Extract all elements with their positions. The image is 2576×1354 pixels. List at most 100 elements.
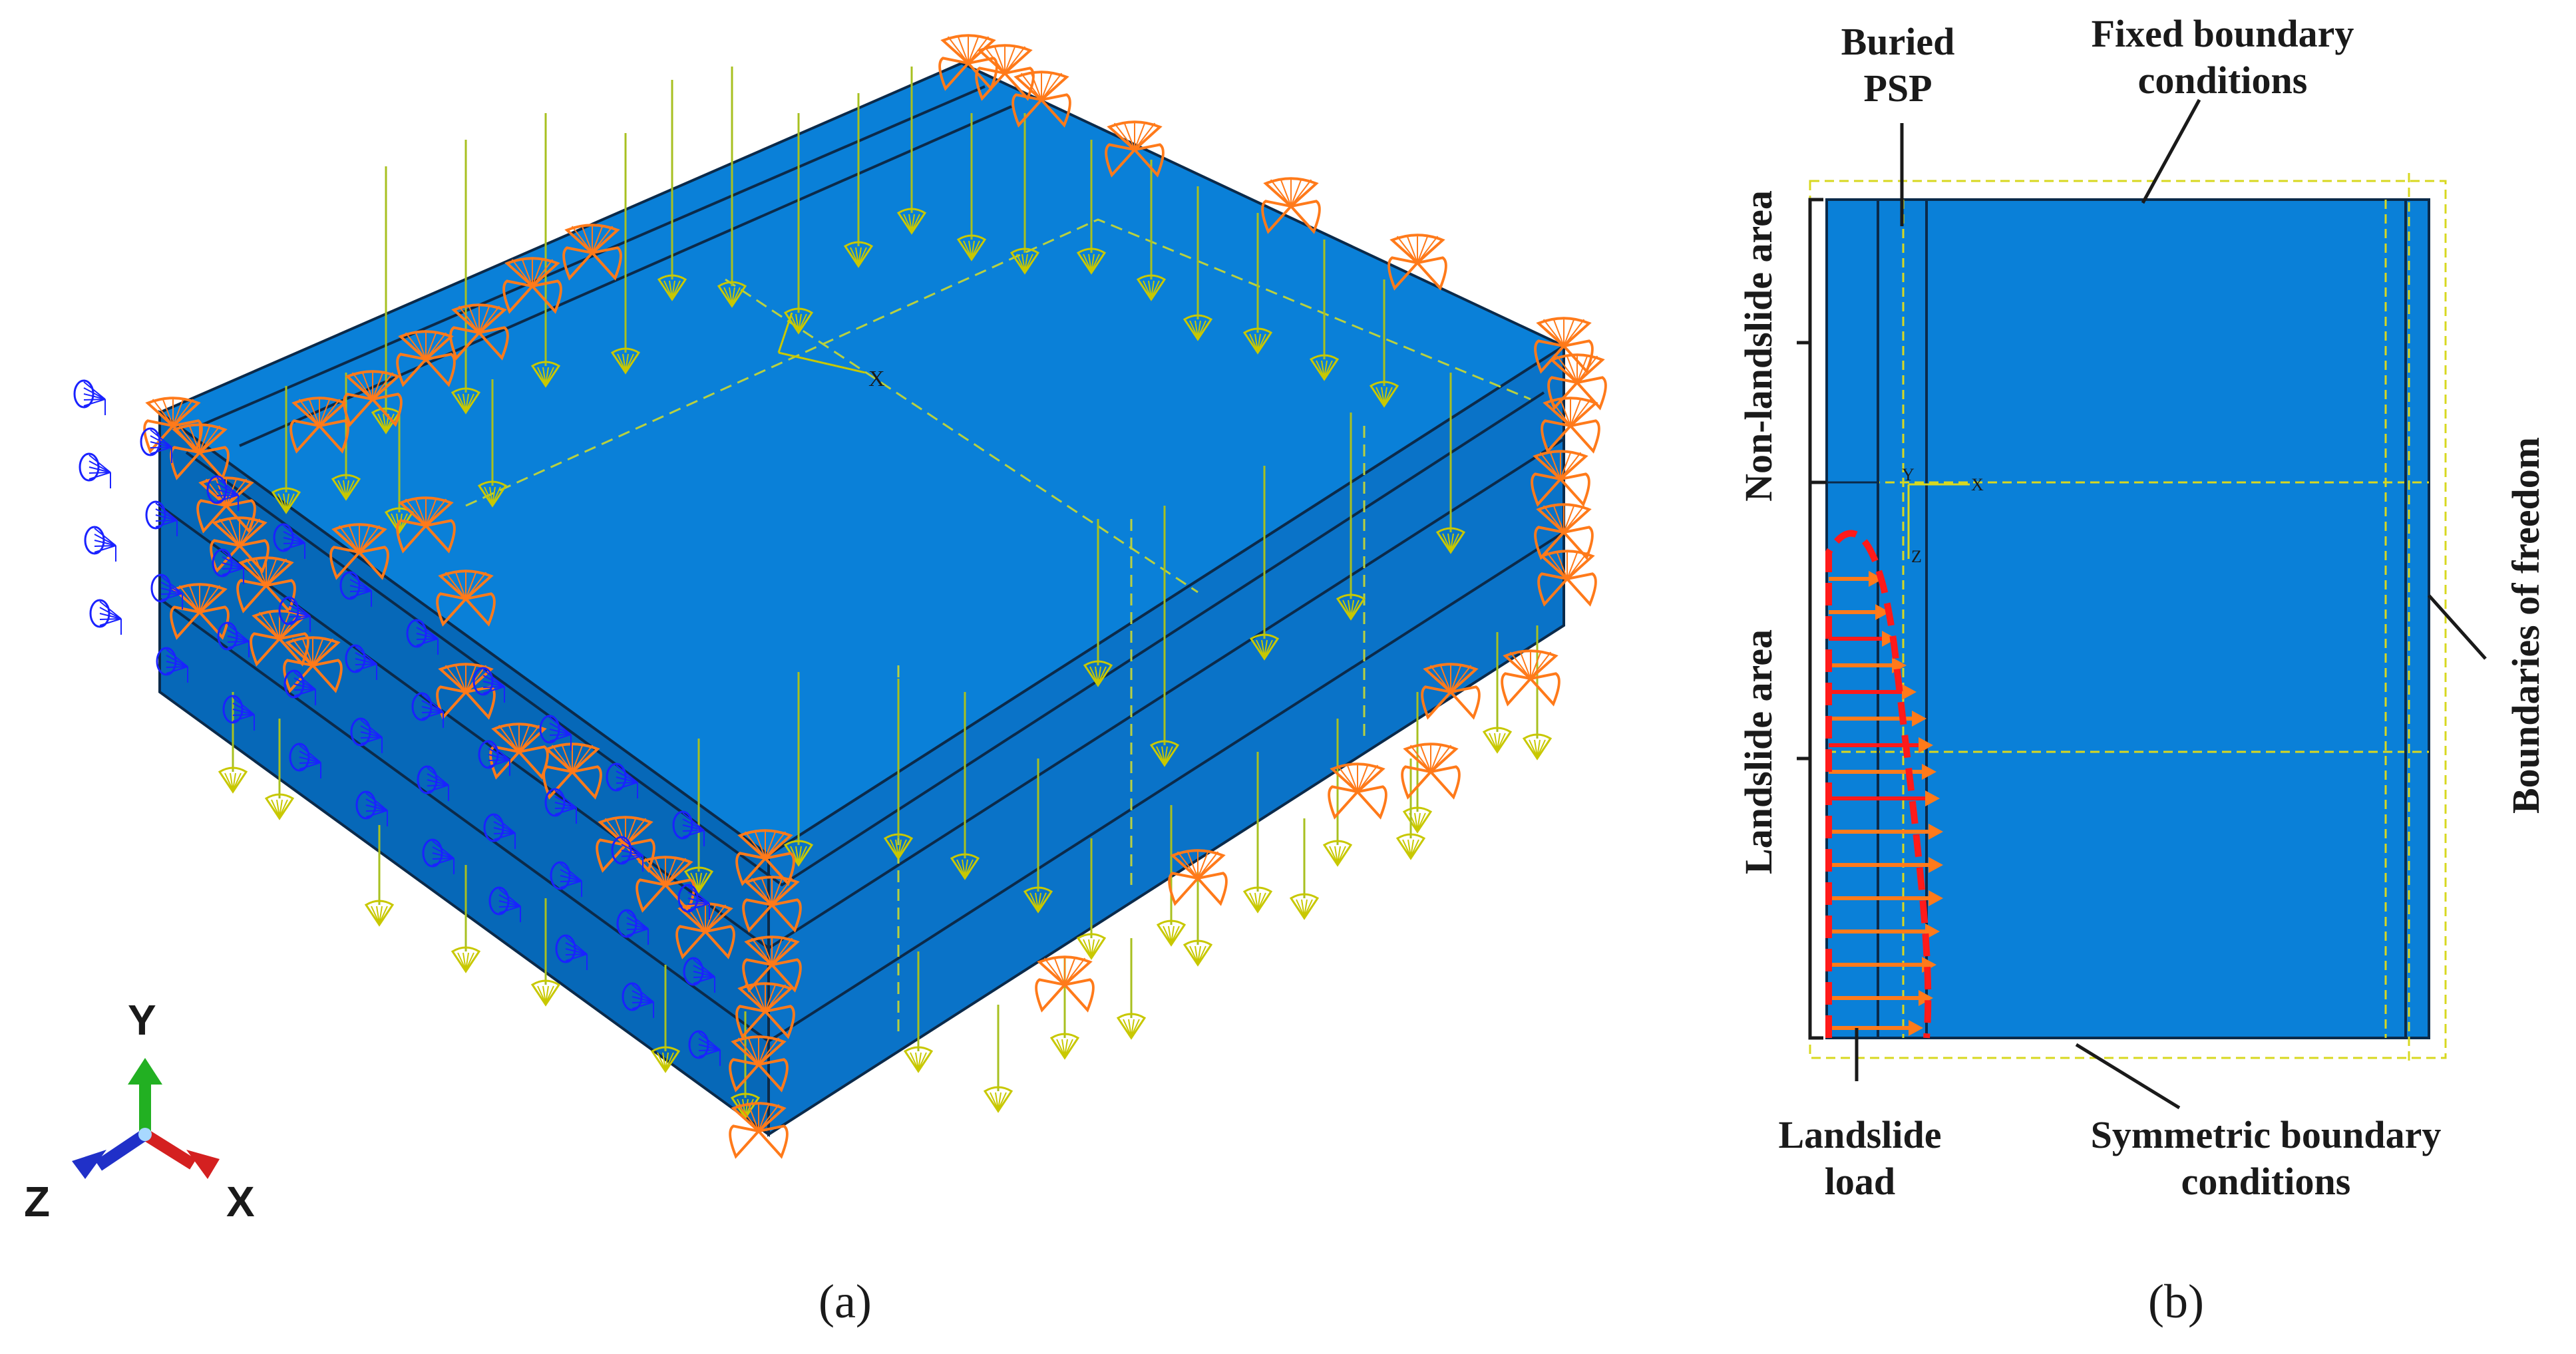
label-non-landslide-area: Non-landslide area (1737, 190, 1780, 502)
landslide-load-arrow-icon (1829, 790, 1940, 806)
panel-b-mini-axis: X Y Z (1902, 465, 1984, 566)
leader-lines (1855, 98, 2487, 1110)
fixed-bc-cone-icon (502, 257, 562, 314)
gravity-load-arrow-icon (264, 719, 295, 820)
gravity-load-arrow-icon (364, 825, 395, 927)
gravity-load-arrow-icon (657, 80, 687, 301)
gravity-load-arrow-icon (530, 898, 561, 1007)
fixed-bc-cone-icon (1541, 397, 1600, 454)
gravity-load-arrow-icon (1136, 160, 1167, 301)
symmetric-bc-cone-icon (472, 667, 505, 703)
symmetric-bc-cone-icon (616, 909, 649, 945)
symmetric-bc-cone-icon (217, 621, 250, 657)
symmetric-bc-cone-icon (411, 692, 444, 728)
fixed-bc-cone-icon (343, 370, 403, 427)
symmetric-bc-cone-icon (345, 644, 377, 680)
gravity-load-arrow-icon (1309, 240, 1340, 381)
symmetric-bc-cone-icon (150, 574, 183, 609)
symmetric-bc-cone-icon (140, 427, 172, 463)
mini-axis-b-z: Z (1911, 547, 1922, 566)
fixed-bc-cone-icon (170, 583, 230, 640)
gravity-load-arrow-icon (903, 951, 934, 1073)
label-fixed-boundary-2: conditions (2138, 59, 2308, 102)
gravity-load-arrow-icon (783, 672, 814, 867)
symmetric-bc-cone-icon (350, 717, 383, 753)
label-boundaries-of-freedom: Boundaries of freedom (2504, 437, 2547, 814)
fixed-bc-cone-icon (1531, 450, 1590, 507)
landslide-load-curve (1825, 530, 1932, 1039)
mini-axis-b-y: Y (1902, 465, 1915, 484)
gravity-load-arrow-icon (1435, 373, 1466, 554)
gravity-load-arrow-icon (1049, 958, 1080, 1060)
gravity-load-arrow-icon (1183, 872, 1213, 967)
symmetric-bc-cone-icon (672, 810, 705, 846)
symmetric-bc-cone-icon (544, 788, 577, 824)
fixed-bc-cone-icon (1012, 71, 1071, 128)
gravity-load-arrow-icon (950, 692, 980, 880)
fixed-bc-cone-icon (1501, 649, 1561, 707)
area-brackets (1797, 198, 1827, 1040)
gravity-load-arrow-icon (1156, 805, 1187, 947)
symmetric-bc-cone-icon (283, 669, 316, 705)
boundary-dash-frame (1809, 173, 2447, 1065)
symmetric-bc-cone-icon (222, 695, 255, 731)
symmetric-bc-cone-icon (422, 838, 455, 874)
symmetric-bc-cone-icon (550, 861, 582, 897)
gravity-load-arrow-icon (1402, 692, 1433, 834)
landslide-load-arrow-icon (1829, 890, 1943, 906)
gravity-load-arrow-icon (1395, 759, 1426, 860)
label-fixed-boundary-1: Fixed boundary (2092, 12, 2354, 55)
gravity-load-arrow-icon (1010, 113, 1040, 275)
mini-axis-x-label: X (868, 367, 885, 391)
gravity-load-arrow-icon (1242, 752, 1273, 914)
gravity-load-arrow-icon (271, 386, 301, 514)
fixed-bc-cone-icon (735, 982, 795, 1039)
landslide-load-arrow-icon (1829, 1020, 1923, 1036)
gravity-load-arrow-icon (783, 113, 814, 335)
fixed-bc-cone-icon (436, 570, 496, 627)
gravity-load-arrow-icon (1249, 466, 1280, 661)
fixed-bc-cone-icon (1387, 234, 1447, 291)
fixed-bc-cone-icon (1168, 849, 1228, 906)
fixed-bc-cone-icon (562, 224, 622, 281)
gravity-load-arrow-icon (1482, 632, 1513, 754)
label-landslide-load-1: Landslide (1779, 1113, 1942, 1156)
fixed-bc-cone-icon (1401, 743, 1461, 800)
symmetric-bc-cone-icon (478, 740, 510, 776)
fixed-bc-cone-icon (729, 1102, 789, 1159)
gravity-load-arrow-icon (983, 1005, 1013, 1113)
symmetric-bc-cone-icon (273, 523, 305, 559)
symmetric-bc-cone-icon (622, 982, 654, 1018)
pipe-line-top-1 (199, 85, 986, 427)
global-axis-triad: Y Z X (24, 996, 255, 1226)
fixed-bc-cone-icon (1261, 177, 1321, 234)
gravity-load-arrow-icon (843, 93, 874, 268)
label-landslide-load-2: load (1825, 1160, 1895, 1203)
landslide-load-arrow-icon (1829, 824, 1943, 840)
fixed-bc-cone-icon (1534, 503, 1594, 560)
gravity-load-arrow-icon (477, 379, 508, 508)
symmetric-boundary-markers (73, 379, 721, 1066)
fixed-bc-cone-icon (1537, 550, 1597, 607)
fixed-bc-cone-icon (283, 636, 343, 693)
gravity-load-arrow-icon (683, 739, 714, 894)
gravity-load-arrow-icon (1076, 140, 1107, 275)
symmetric-bc-cone-icon (683, 957, 715, 993)
symmetric-bc-cone-icon (611, 836, 644, 872)
symmetric-bc-cone-icon (406, 619, 439, 655)
symmetric-bc-cone-icon (688, 1030, 721, 1066)
gravity-load-arrow-icon (610, 133, 641, 375)
fixed-boundary-markers (143, 34, 1607, 1159)
fixed-bc-cone-icon (729, 1035, 789, 1093)
mini-axis-b-x: X (1971, 475, 1984, 494)
symmetric-bc-cone-icon (555, 934, 588, 970)
symmetric-bc-cone-icon (212, 548, 244, 584)
fixed-bc-cone-icon (1328, 762, 1387, 820)
symmetric-bc-cone-icon (539, 715, 572, 751)
label-symmetric-boundary-1: Symmetric boundary (2091, 1113, 2442, 1156)
gravity-load-arrow-icon (896, 67, 927, 235)
axis-z-label: Z (24, 1178, 50, 1226)
symmetric-bc-cone-icon (339, 571, 372, 607)
fixed-bc-cone-icon (742, 876, 802, 933)
gravity-load-arrow-icon (451, 140, 481, 415)
